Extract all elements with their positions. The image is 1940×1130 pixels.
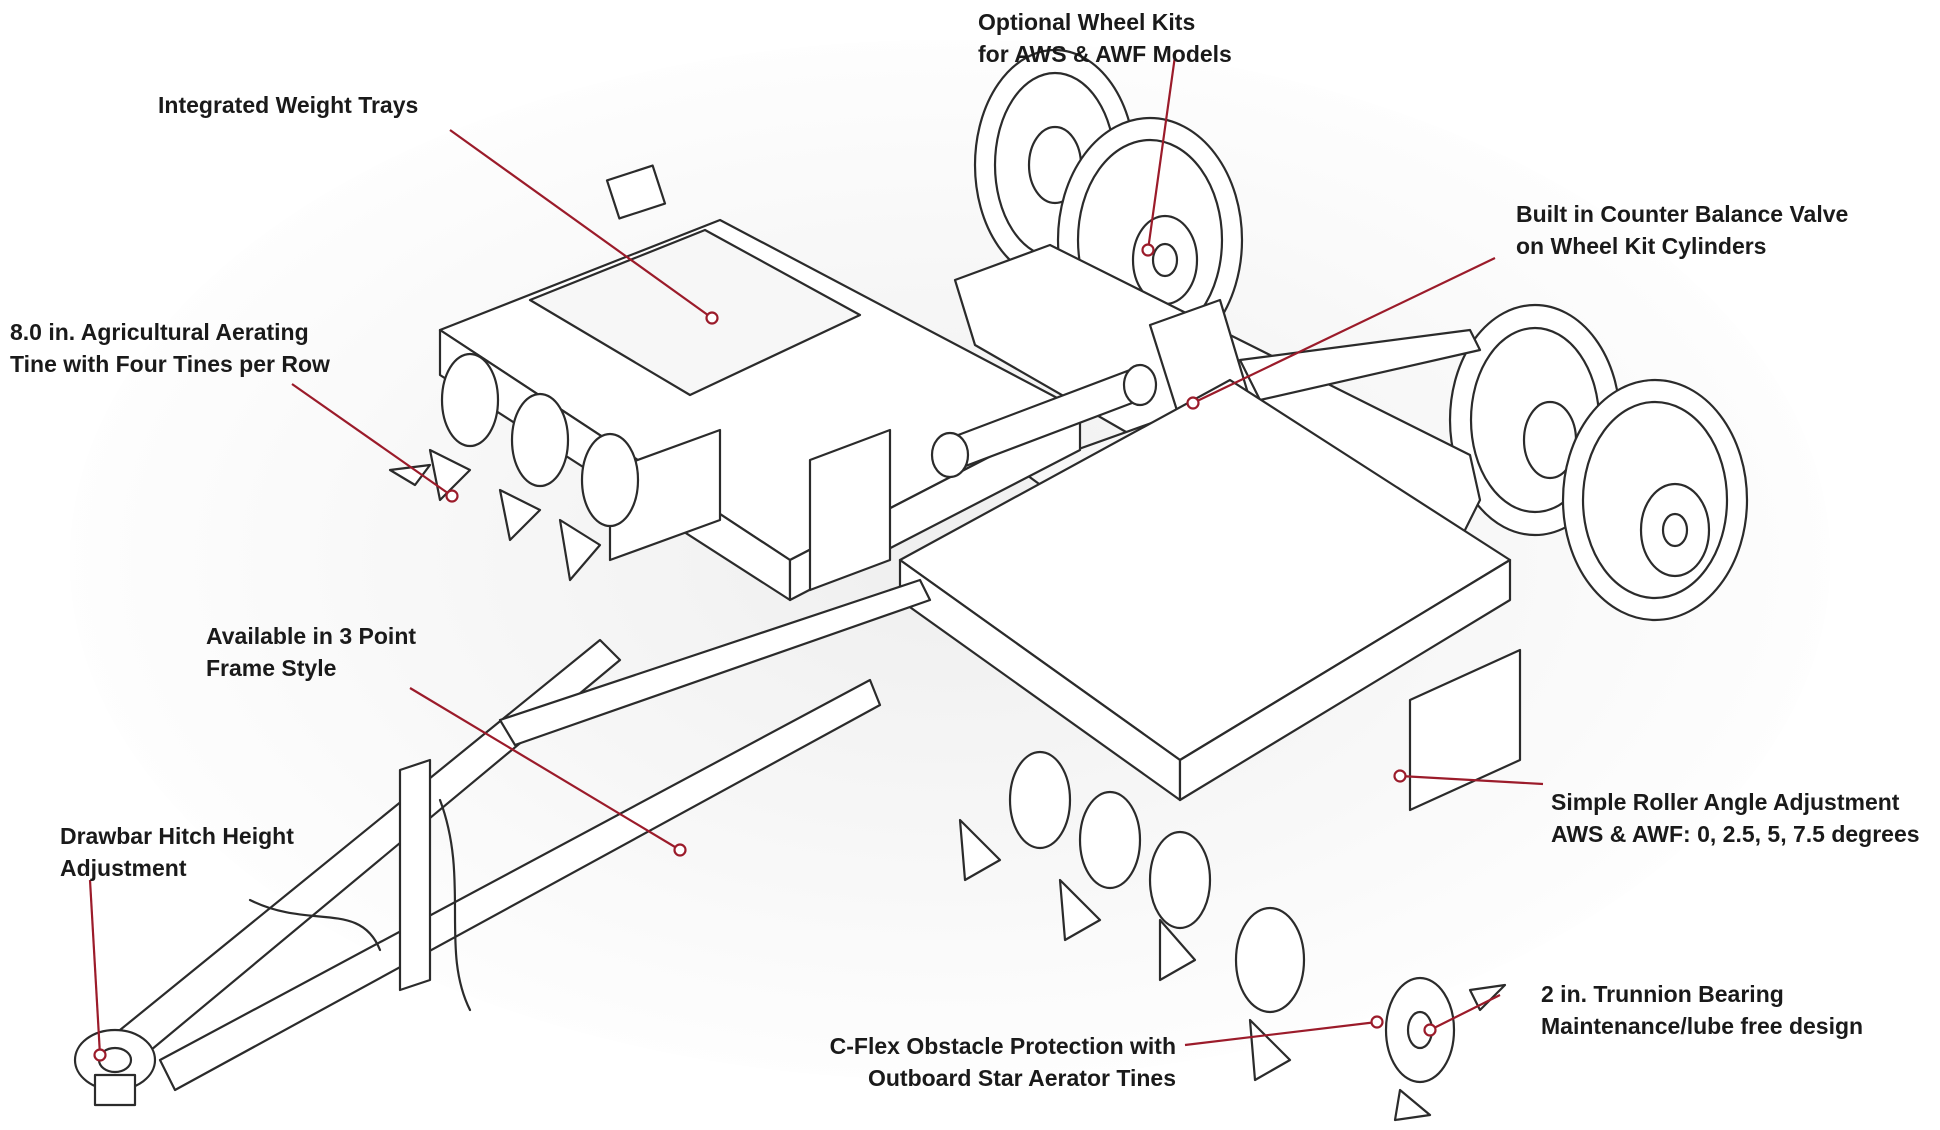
callout-counter-balance-line1: Built in Counter Balance Valve bbox=[1516, 201, 1849, 227]
leader-counter-balance bbox=[1192, 257, 1496, 404]
callout-drawbar-line2: Adjustment bbox=[60, 855, 187, 881]
callout-c-flex: C-Flex Obstacle Protection with Outboard… bbox=[830, 1030, 1176, 1094]
marker-drawbar bbox=[93, 1048, 107, 1062]
callout-weight-trays-line1: Integrated Weight Trays bbox=[158, 92, 419, 118]
marker-wheel-kits bbox=[1141, 243, 1155, 257]
callout-aerating-tine-line1: 8.0 in. Agricultural Aerating bbox=[10, 319, 309, 345]
marker-trunnion bbox=[1423, 1023, 1437, 1037]
callout-wheel-kits: Optional Wheel Kits for AWS & AWF Models bbox=[978, 6, 1232, 70]
marker-aerating-tine bbox=[445, 489, 459, 503]
callout-c-flex-line2: Outboard Star Aerator Tines bbox=[867, 1065, 1176, 1091]
leader-frame-style bbox=[409, 687, 681, 851]
marker-c-flex bbox=[1370, 1015, 1384, 1029]
callout-trunnion-line2: Maintenance/lube free design bbox=[1541, 1013, 1864, 1039]
callout-roller-angle-line1: Simple Roller Angle Adjustment bbox=[1551, 789, 1900, 815]
callout-trunnion: 2 in. Trunnion Bearing Maintenance/lube … bbox=[1541, 978, 1863, 1042]
callout-aerating-tine-line2: Tine with Four Tines per Row bbox=[10, 351, 330, 377]
leader-weight-trays bbox=[449, 129, 713, 319]
tine-row-right bbox=[958, 750, 1507, 1122]
leader-roller-angle bbox=[1399, 774, 1544, 786]
marker-roller-angle bbox=[1393, 769, 1407, 783]
callout-frame-style-line1: Available in 3 Point bbox=[206, 623, 417, 649]
callout-roller-angle-line2: AWS & AWF: 0, 2.5, 5, 7.5 degrees bbox=[1551, 821, 1920, 847]
front-wheel-pair bbox=[1448, 303, 1749, 622]
callout-c-flex-line1: C-Flex Obstacle Protection with bbox=[829, 1033, 1176, 1059]
callout-drawbar-line1: Drawbar Hitch Height bbox=[60, 823, 294, 849]
callout-weight-trays: Integrated Weight Trays bbox=[158, 89, 418, 121]
tine-row-left bbox=[388, 352, 640, 582]
marker-frame-style bbox=[673, 843, 687, 857]
leader-drawbar bbox=[88, 879, 102, 1056]
callout-wheel-kits-line2: for AWS & AWF Models bbox=[978, 41, 1232, 67]
callout-aerating-tine: 8.0 in. Agricultural Aerating Tine with … bbox=[10, 316, 330, 380]
callout-wheel-kits-line1: Optional Wheel Kits bbox=[978, 9, 1196, 35]
leader-c-flex bbox=[1184, 1020, 1378, 1047]
marker-weight-trays bbox=[705, 311, 719, 325]
leader-aerating-tine bbox=[291, 383, 453, 497]
callout-counter-balance-line2: on Wheel Kit Cylinders bbox=[1516, 233, 1767, 259]
callout-roller-angle: Simple Roller Angle Adjustment AWS & AWF… bbox=[1551, 786, 1920, 850]
callout-frame-style-line2: Frame Style bbox=[206, 655, 337, 681]
callout-counter-balance: Built in Counter Balance Valve on Wheel … bbox=[1516, 198, 1848, 262]
callout-trunnion-line1: 2 in. Trunnion Bearing bbox=[1541, 981, 1784, 1007]
leader-wheel-kits bbox=[1146, 55, 1177, 251]
marker-counter-balance bbox=[1186, 396, 1200, 410]
leader-trunnion bbox=[1429, 994, 1501, 1031]
callout-drawbar: Drawbar Hitch Height Adjustment bbox=[60, 820, 294, 884]
callout-frame-style: Available in 3 Point Frame Style bbox=[206, 620, 416, 684]
leader-lines bbox=[88, 55, 1544, 1062]
